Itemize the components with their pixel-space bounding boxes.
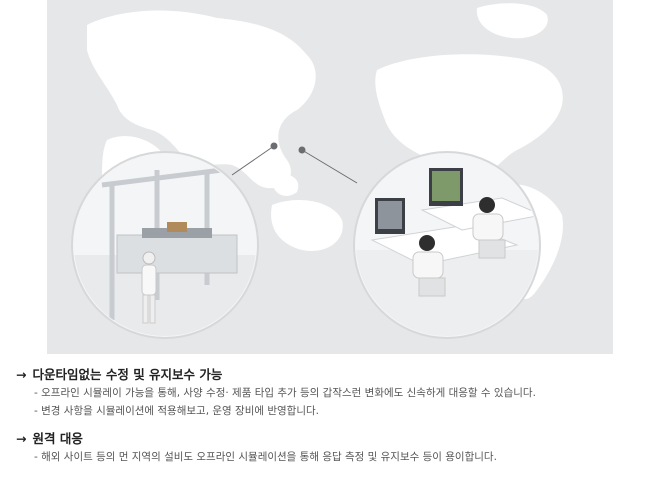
world-map-illustration <box>71 3 563 339</box>
factory-circle <box>71 151 259 339</box>
feature-section-downtime: → 다운타임없는 수정 및 유지보수 가능 - 오프라인 시뮬레이 가능을 통해… <box>16 366 656 420</box>
connector-lines <box>231 145 358 184</box>
feature-section-remote: → 원격 대응 - 해외 사이트 등의 먼 지역의 설비도 오프라인 시뮬레이션… <box>16 430 656 466</box>
location-dot-asia <box>270 142 278 150</box>
section-title-text: 원격 대응 <box>32 431 83 446</box>
section-title: → 원격 대응 <box>16 430 656 448</box>
list-item: - 해외 사이트 등의 먼 지역의 설비도 오프라인 시뮬레이션을 통해 응답 … <box>34 451 497 463</box>
hero-illustration <box>47 0 613 354</box>
arrow-right-icon: → <box>16 367 27 382</box>
arrow-right-icon: → <box>16 431 27 446</box>
section-title: → 다운타임없는 수정 및 유지보수 가능 <box>16 366 656 384</box>
operators-circle <box>353 151 541 339</box>
list-item: - 오프라인 시뮬레이 가능을 통해, 사양 수정· 제품 타입 추가 등의 갑… <box>34 387 536 399</box>
feature-list: → 다운타임없는 수정 및 유지보수 가능 - 오프라인 시뮬레이 가능을 통해… <box>16 366 656 476</box>
location-dot-japan <box>298 146 306 154</box>
section-title-text: 다운타임없는 수정 및 유지보수 가능 <box>32 367 223 382</box>
list-item: - 변경 사항을 시뮬레이션에 적용해보고, 운영 장비에 반영합니다. <box>34 405 319 417</box>
